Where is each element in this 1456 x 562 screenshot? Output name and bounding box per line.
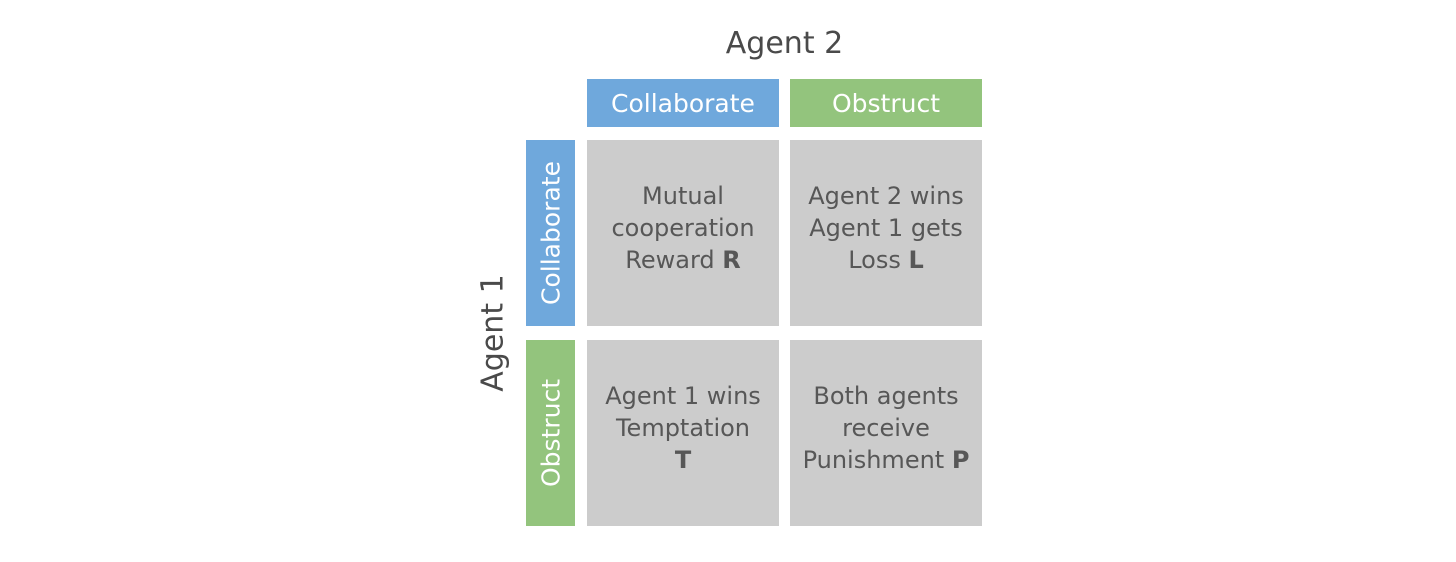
cell-line: Temptation (615, 414, 751, 442)
cell-line: Agent 2 wins (808, 182, 964, 210)
cell-line: cooperation (611, 214, 755, 242)
agent-1-axis-title: Agent 1 (475, 274, 511, 392)
cell-line-text: Loss (848, 246, 909, 274)
cell-line: Mutual (642, 182, 724, 210)
cell-line-text: Punishment (802, 446, 952, 474)
cell-line: receive (842, 414, 930, 442)
payoff-cell-collaborate-collaborate: Mutual cooperation Reward R (587, 140, 779, 326)
payoff-symbol-p: P (951, 446, 970, 474)
payoff-cell-obstruct-collaborate: Agent 1 wins Temptation T (587, 340, 779, 526)
row-header-obstruct: Obstruct (526, 340, 575, 526)
payoff-symbol-l: L (908, 246, 924, 274)
payoff-cell-collaborate-obstruct: Agent 2 wins Agent 1 gets Loss L (790, 140, 982, 326)
cell-line: Agent 1 gets (809, 214, 963, 242)
payoff-symbol-r: R (722, 246, 741, 274)
row-header-collaborate-label: Collaborate (536, 161, 565, 305)
payoff-symbol-t: T (674, 446, 692, 474)
payoff-cell-obstruct-obstruct: Both agents receive Punishment P (790, 340, 982, 526)
cell-line: Both agents (813, 382, 959, 410)
column-header-collaborate: Collaborate (587, 79, 779, 127)
cell-line: Reward R (625, 244, 741, 276)
agent-2-axis-title: Agent 2 (725, 26, 844, 61)
cell-line: Agent 1 wins (605, 382, 761, 410)
column-header-obstruct: Obstruct (790, 79, 982, 127)
cell-line: Loss L (848, 244, 924, 276)
cell-line: T (675, 444, 691, 476)
cell-line-text: Reward (625, 246, 723, 274)
agent-1-axis-title-wrapper: Agent 1 (470, 140, 516, 526)
cell-line: Punishment P (803, 444, 970, 476)
row-header-collaborate: Collaborate (526, 140, 575, 326)
row-header-obstruct-label: Obstruct (536, 378, 565, 488)
